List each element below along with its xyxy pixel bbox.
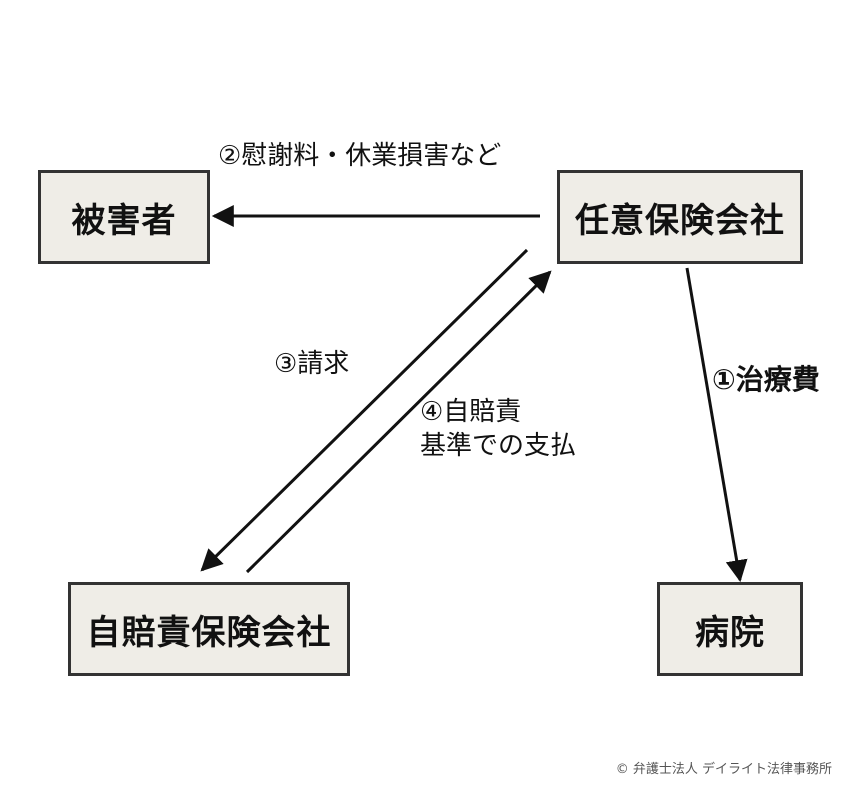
node-voluntary-insurer: 任意保険会社 [557, 170, 803, 264]
label-claim: ③請求 [274, 349, 350, 379]
arrow-voluntary-to-compulsory [200, 248, 529, 572]
label-payment-line1: ④自賠責 [420, 397, 522, 427]
arrow-compulsory-to-voluntary [245, 270, 552, 574]
label-medical-fee: ①治療費 [712, 363, 820, 396]
node-hospital: 病院 [657, 582, 803, 676]
label-consolation: ②慰謝料・休業損害など [218, 141, 502, 171]
node-compulsory-insurer: 自賠責保険会社 [68, 582, 350, 676]
node-victim: 被害者 [38, 170, 210, 264]
label-payment-line2: 基準での支払 [420, 430, 577, 461]
arrow-insurer-to-hospital [685, 267, 748, 583]
label-payment: ④自賠責 基準での支払 [420, 396, 576, 464]
copyright-text: © 弁護士法人 デイライト法律事務所 [615, 762, 832, 777]
